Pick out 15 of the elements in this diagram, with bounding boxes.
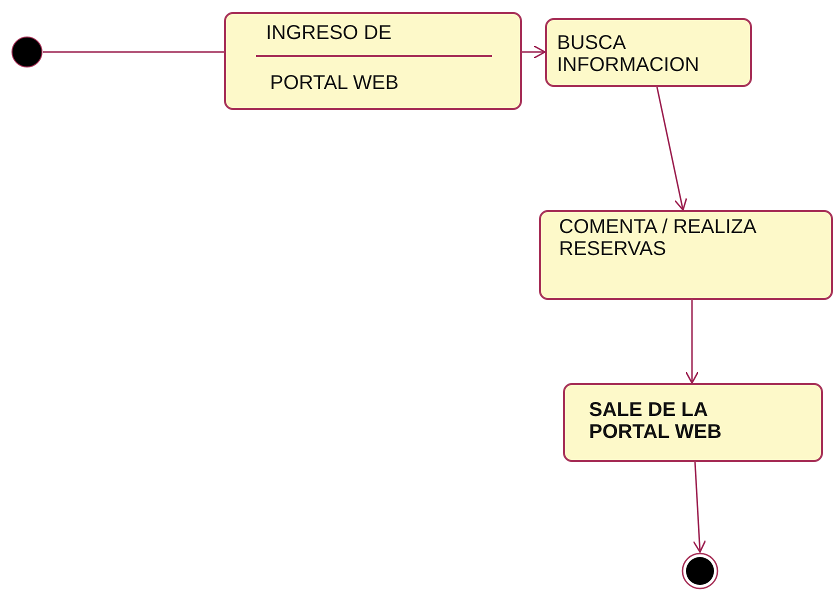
state-label: SALE DE LA PORTAL WEB — [589, 399, 723, 443]
state-label: INGRESO DE — [266, 22, 392, 44]
state-box — [545, 18, 752, 87]
state-label: COMENTA / REALIZA RESERVAS — [559, 216, 757, 260]
state-box — [539, 210, 833, 300]
state-box — [563, 383, 823, 462]
state-box — [224, 12, 522, 110]
initial-state-circle — [11, 36, 43, 68]
transition-arrow — [692, 462, 706, 553]
transition-arrow — [656, 86, 688, 211]
transition-arrow — [522, 45, 546, 59]
state-label: BUSCA INFORMACION — [557, 32, 700, 76]
transition-arrow — [685, 300, 699, 384]
state-label: PORTAL WEB — [270, 72, 399, 94]
final-state-circle — [681, 552, 719, 590]
